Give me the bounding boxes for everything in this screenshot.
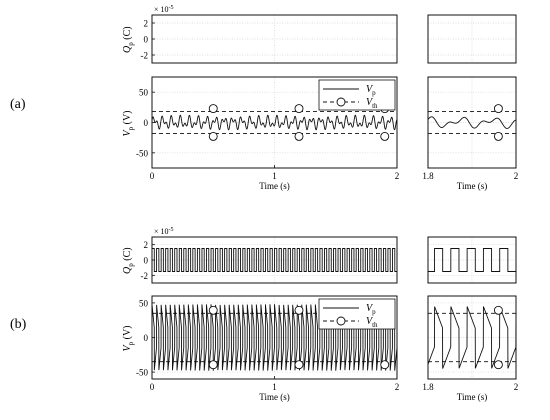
y-tick-label: 0 xyxy=(144,118,149,128)
x-axis-label: Time (s) xyxy=(457,181,487,191)
plot-area xyxy=(428,104,516,141)
x-tick-label: 2 xyxy=(514,171,519,181)
series-vth-marker xyxy=(208,131,218,141)
plot-area xyxy=(428,248,516,272)
x-tick-label: 2 xyxy=(395,171,400,181)
series-vth-marker xyxy=(208,360,218,370)
series-vth-marker xyxy=(294,305,304,315)
series-vth-marker xyxy=(294,131,304,141)
x-tick-label: 2 xyxy=(395,382,400,392)
series-vth-marker xyxy=(294,104,304,114)
plot-area xyxy=(152,248,397,272)
legend-label-0: Vp xyxy=(366,303,376,316)
plot-area xyxy=(428,305,516,370)
y-exponent: × 10-5 xyxy=(154,227,174,236)
axes-frame xyxy=(427,295,517,380)
series-vp-line xyxy=(152,304,397,371)
x-tick-label: 1 xyxy=(272,171,277,181)
legend-label-0: Vp xyxy=(366,84,376,97)
plot-area xyxy=(152,104,397,141)
series-vth-marker xyxy=(294,360,304,370)
x-tick-label: 1.8 xyxy=(422,382,434,392)
y-tick-label: 0 xyxy=(144,256,149,266)
series-vth-marker xyxy=(208,305,218,315)
series-vth-marker xyxy=(493,131,503,141)
series-vth-marker xyxy=(380,131,390,141)
series-vth-marker xyxy=(208,104,218,114)
panel-label-a: (a) xyxy=(10,97,26,112)
x-tick-label: 1.8 xyxy=(422,171,434,181)
panel-label-b: (b) xyxy=(10,317,27,332)
y-tick-label: -50 xyxy=(136,148,148,158)
y-exponent: × 10-5 xyxy=(154,5,174,14)
x-tick-label: 0 xyxy=(150,171,155,181)
axes-frame xyxy=(427,236,517,284)
y-axis-label: Vp (V) xyxy=(122,111,135,137)
y-tick-label: 0 xyxy=(144,35,149,45)
y-tick-label: 2 xyxy=(144,19,149,29)
y-axis-label: Vp (V) xyxy=(122,326,135,352)
x-axis-label: Time (s) xyxy=(457,392,487,402)
y-tick-label: 0 xyxy=(144,333,149,343)
a-charge-full: 2 0 -2 × 10-5 Qp (C) xyxy=(122,5,398,64)
b-charge-zoom xyxy=(427,236,517,284)
axes-frame xyxy=(427,14,517,64)
series-q-square-wave xyxy=(428,248,516,272)
legend-label-1: Vth xyxy=(366,316,378,329)
legend-marker-vth xyxy=(336,97,346,107)
y-axis-label: Qp (C) xyxy=(122,26,135,53)
series-vth-marker xyxy=(493,104,503,114)
legend-label-1: Vth xyxy=(366,97,378,110)
y-tick-label: 50 xyxy=(139,88,149,98)
y-tick-label: -2 xyxy=(141,271,149,281)
series-q-square-wave xyxy=(152,248,397,272)
b-charge-full: 2 0 -2 × 10-5 Qp (C) xyxy=(122,227,398,284)
legend-box xyxy=(318,79,396,111)
y-tick-label: 2 xyxy=(144,240,149,250)
legend-marker-vth xyxy=(336,316,346,326)
x-tick-label: 2 xyxy=(514,382,519,392)
x-tick-label: 0 xyxy=(150,382,155,392)
axes-frame xyxy=(427,76,517,169)
legend-box xyxy=(318,298,396,330)
series-vth-marker xyxy=(493,305,503,315)
series-vp-line xyxy=(152,114,397,131)
y-axis-label: Qp (C) xyxy=(122,247,135,274)
x-axis-label: Time (s) xyxy=(259,392,289,402)
series-vth-marker xyxy=(380,360,390,370)
y-tick-label: -50 xyxy=(136,368,148,378)
series-vth-marker xyxy=(493,360,503,370)
y-tick-label: -2 xyxy=(141,51,149,61)
series-vp-line xyxy=(428,116,516,129)
x-tick-label: 1 xyxy=(272,382,277,392)
a-charge-zoom xyxy=(427,14,517,64)
y-tick-label: 50 xyxy=(139,298,149,308)
x-axis-label: Time (s) xyxy=(259,181,289,191)
